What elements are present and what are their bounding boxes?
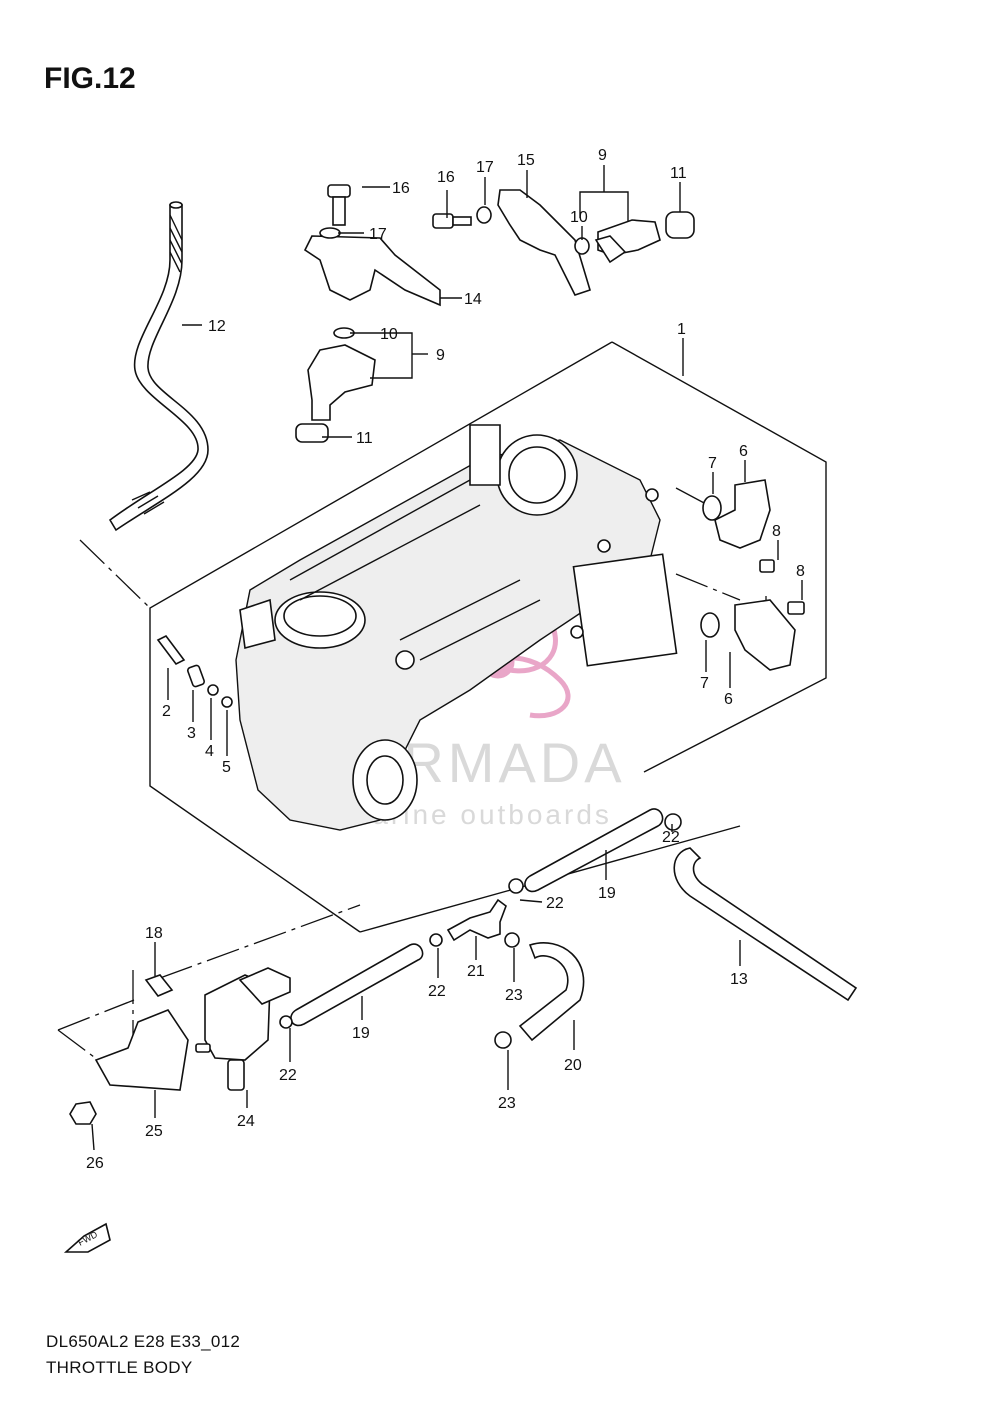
callout-3: 3 [187,725,196,742]
figure-title: FIG.12 [44,62,136,95]
sensors [700,479,805,671]
callout-16-right: 16 [437,169,455,186]
callout-26: 26 [86,1155,104,1172]
callout-23-lower: 23 [498,1095,516,1112]
callout-1: 1 [677,321,686,338]
callout-8-lower: 8 [796,563,805,580]
callout-18: 18 [145,925,163,942]
callout-6-lower: 6 [724,691,733,708]
callout-11-lower: 11 [356,430,373,447]
leader-lines [91,165,803,1151]
callout-16-left: 16 [392,180,410,197]
callout-19-right: 19 [598,885,616,902]
hose-12 [108,201,209,532]
diagram-caption: THROTTLE BODY [46,1358,193,1377]
model-code: DL650AL2 E28 E33_012 [46,1332,241,1351]
callout-22-right: 22 [546,895,564,912]
fwd-arrow-icon: FWD [63,1222,111,1253]
callout-4: 4 [205,743,214,760]
callout-22-far-right: 22 [662,829,680,846]
callout-25: 25 [145,1123,163,1140]
assembly-boundary [57,341,827,1075]
callout-10-lower: 10 [380,326,398,343]
callout-17-left: 17 [369,226,387,243]
callout-24: 24 [237,1113,255,1130]
callout-9-upper: 9 [598,147,607,164]
solenoid-assembly [69,967,291,1125]
callout-20: 20 [564,1057,582,1074]
callout-19-left: 19 [352,1025,370,1042]
hose-13 [673,847,858,1002]
callout-14: 14 [464,291,482,308]
callout-22-left: 22 [279,1067,297,1084]
callout-21: 21 [467,963,485,980]
callout-22-middle: 22 [428,983,446,1000]
callout-17-right: 17 [476,159,494,176]
callout-2: 2 [162,703,171,720]
small-parts [156,634,233,708]
callout-6-upper: 6 [739,443,748,460]
callout-13: 13 [730,971,748,988]
lower-hoses [279,808,682,1049]
callout-23-upper: 23 [505,987,523,1004]
callout-9-lower: 9 [436,347,445,364]
callout-15: 15 [517,152,535,169]
callout-12: 12 [208,318,226,335]
fuel-delivery-right [432,189,695,296]
callout-5: 5 [222,759,231,776]
fuel-delivery-left [295,184,441,443]
callouts: 1 2 3 4 5 6 6 7 7 8 8 9 9 10 10 11 11 12… [86,147,805,1172]
callout-7-upper: 7 [708,455,717,472]
callout-11-upper: 11 [670,165,687,182]
callout-8-upper: 8 [772,523,781,540]
callout-7-lower: 7 [700,675,709,692]
throttle-body [235,424,678,831]
callout-10-upper: 10 [570,209,588,226]
